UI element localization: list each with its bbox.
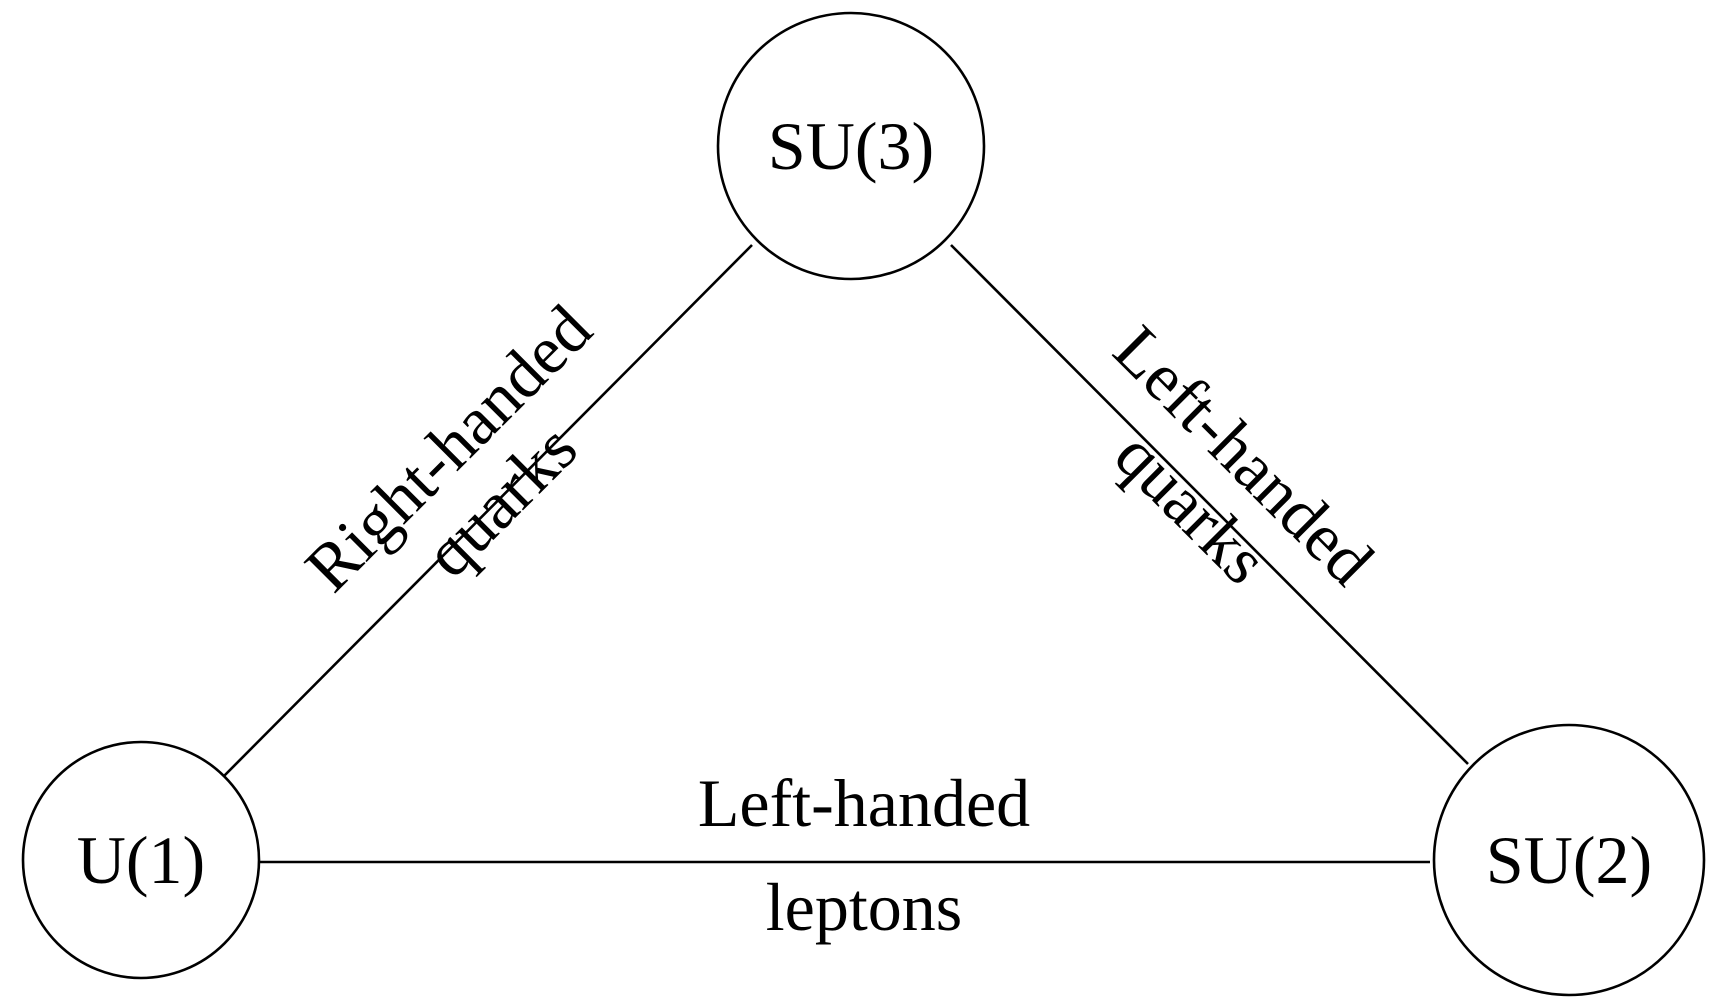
edge-label-left-handed-quarks: Left-handed quarks bbox=[1100, 311, 1389, 600]
node-su3-circle bbox=[716, 11, 986, 281]
node-u1-label: U(1) bbox=[77, 822, 205, 898]
node-u1-circle bbox=[21, 740, 261, 980]
node-su2: SU(2) bbox=[1432, 723, 1706, 997]
edge-label-line2: leptons bbox=[766, 869, 962, 945]
edge-su3-u1 bbox=[223, 244, 753, 777]
node-su2-circle bbox=[1432, 723, 1706, 997]
edge-label-left-handed-leptons: Left-handed leptons bbox=[698, 765, 1030, 945]
edge-label-right-handed-quarks: Right-handed quarks bbox=[290, 290, 605, 605]
node-u1: U(1) bbox=[21, 740, 261, 980]
edge-label-line1: Left-handed bbox=[698, 765, 1030, 841]
edge-su3-su2 bbox=[950, 244, 1469, 765]
node-su3: SU(3) bbox=[716, 11, 986, 281]
node-su3-label: SU(3) bbox=[768, 108, 934, 184]
node-su2-label: SU(2) bbox=[1486, 822, 1652, 898]
